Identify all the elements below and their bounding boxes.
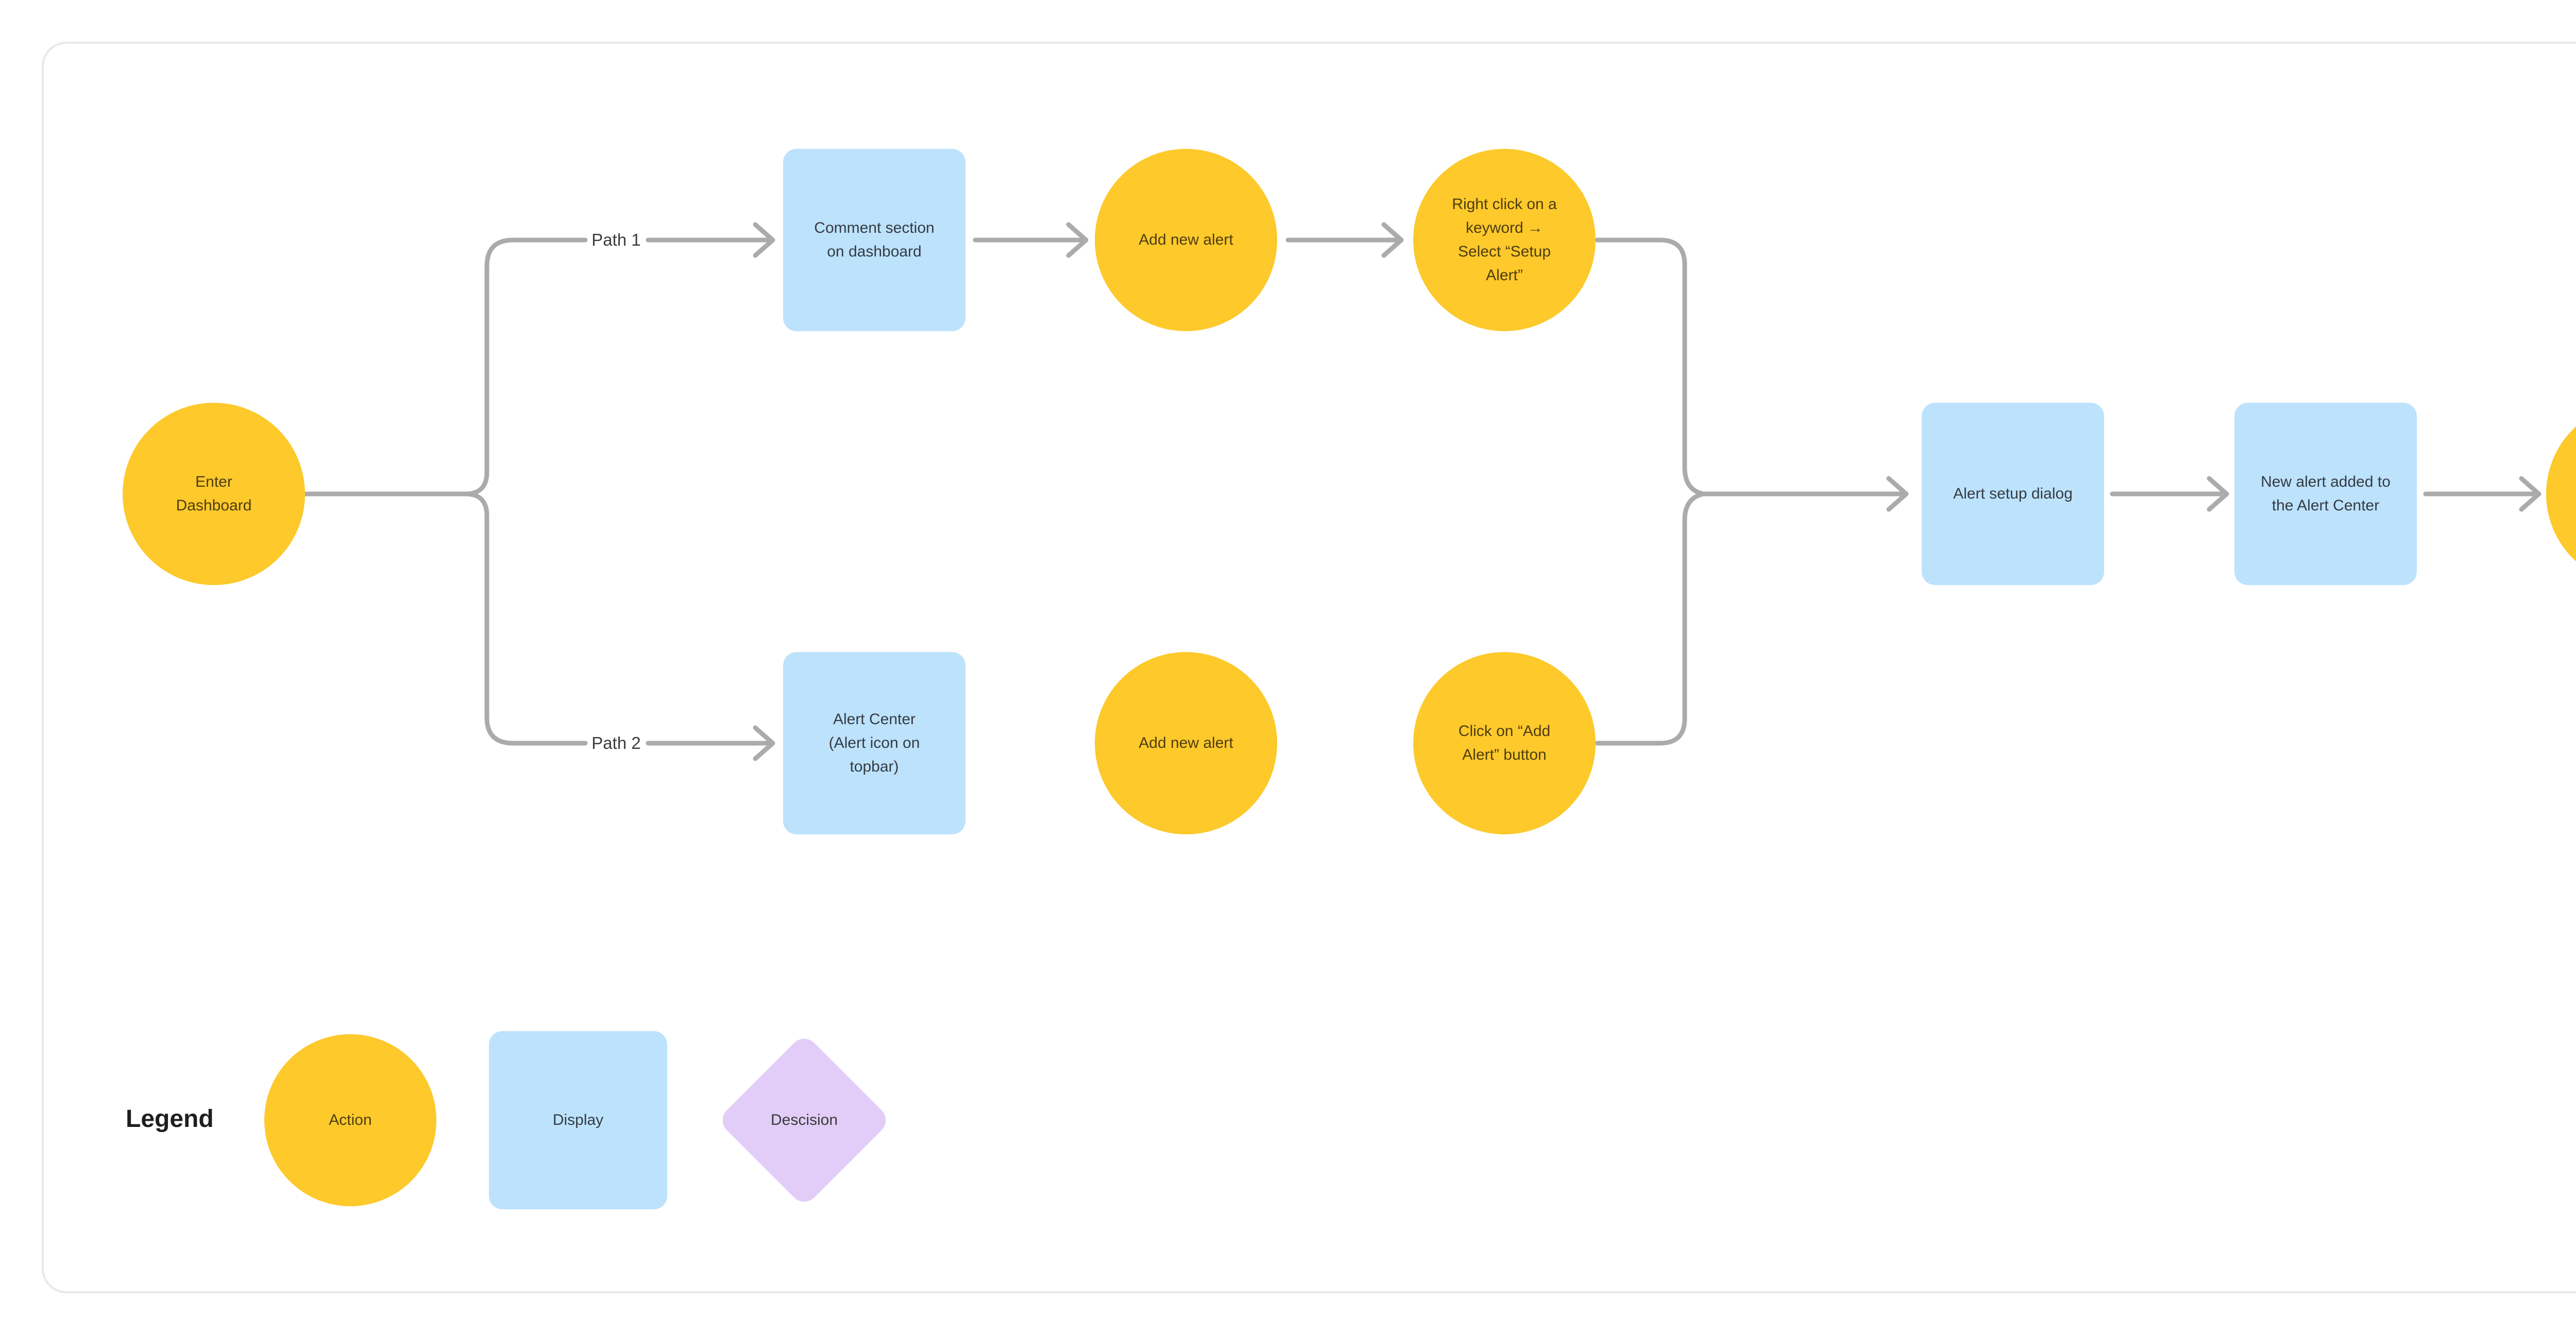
arrowhead-setup bbox=[1886, 476, 1909, 512]
node-add-new-alert-2-label: Add new alert bbox=[1139, 734, 1233, 751]
node-new-alert-added-label: New alert added to the Alert Center bbox=[2261, 473, 2391, 514]
legend-action-label: Action bbox=[329, 1111, 372, 1128]
node-new-alert-added[interactable]: New alert added to the Alert Center bbox=[2234, 403, 2417, 585]
node-enter-dashboard[interactable]: Enter Dashboard bbox=[123, 403, 305, 585]
label-path-2: Path 2 bbox=[591, 733, 641, 752]
arrowhead-newadded bbox=[2207, 476, 2229, 512]
node-comment-section[interactable]: Comment section on dashboard bbox=[783, 149, 965, 331]
arrowhead-add1 bbox=[1066, 222, 1089, 258]
legend-display-item[interactable]: Display bbox=[489, 1031, 667, 1209]
connector-rightclick-to-merge bbox=[1595, 237, 1706, 497]
node-right-click-setup-alert[interactable]: Right click on a keyword → Select “Setup… bbox=[1413, 149, 1596, 331]
canvas-frame bbox=[42, 42, 2576, 1293]
arrowhead-path1 bbox=[753, 222, 775, 258]
node-alert-center-label: Alert Center (Alert icon on topbar) bbox=[828, 711, 920, 775]
connector-fork-up bbox=[463, 237, 588, 497]
legend-display-label: Display bbox=[552, 1111, 604, 1128]
node-alert-setup-dialog[interactable]: Alert setup dialog bbox=[1922, 403, 2104, 585]
node-enter-dashboard-label: Enter Dashboard bbox=[176, 473, 252, 514]
arrowhead-rightclick bbox=[1381, 222, 1404, 258]
node-alert-setup-dialog-label: Alert setup dialog bbox=[1953, 485, 2073, 502]
legend-display-square-shape bbox=[489, 1031, 667, 1209]
arrowhead-notified bbox=[2519, 476, 2541, 512]
node-click-add-alert-label: Click on “Add Alert” button bbox=[1458, 723, 1551, 763]
node-click-add-alert[interactable]: Click on “Add Alert” button bbox=[1413, 652, 1596, 834]
legend-action-circle-shape bbox=[264, 1034, 436, 1206]
node-right-click-setup-alert-label: Right click on a keyword → Select “Setup… bbox=[1452, 196, 1557, 284]
arrowhead-path2 bbox=[753, 725, 775, 761]
label-path-1: Path 1 bbox=[591, 230, 641, 249]
legend-title: Legend bbox=[126, 1105, 214, 1133]
connector-fork-down bbox=[463, 491, 588, 746]
node-add-new-alert-1[interactable]: Add new alert bbox=[1095, 149, 1277, 331]
node-comment-section-label: Comment section on dashboard bbox=[814, 219, 935, 260]
legend-decision-label: Descision bbox=[770, 1111, 838, 1128]
node-add-new-alert-2[interactable]: Add new alert bbox=[1095, 652, 1277, 834]
node-add-new-alert-1-label: Add new alert bbox=[1139, 231, 1233, 248]
connector-clickadd-to-merge bbox=[1595, 491, 1706, 746]
legend-decision-item[interactable]: Descision bbox=[717, 1033, 892, 1208]
node-alert-center[interactable]: Alert Center (Alert icon on topbar) bbox=[783, 652, 965, 834]
legend-action-item[interactable]: Action bbox=[264, 1034, 436, 1206]
